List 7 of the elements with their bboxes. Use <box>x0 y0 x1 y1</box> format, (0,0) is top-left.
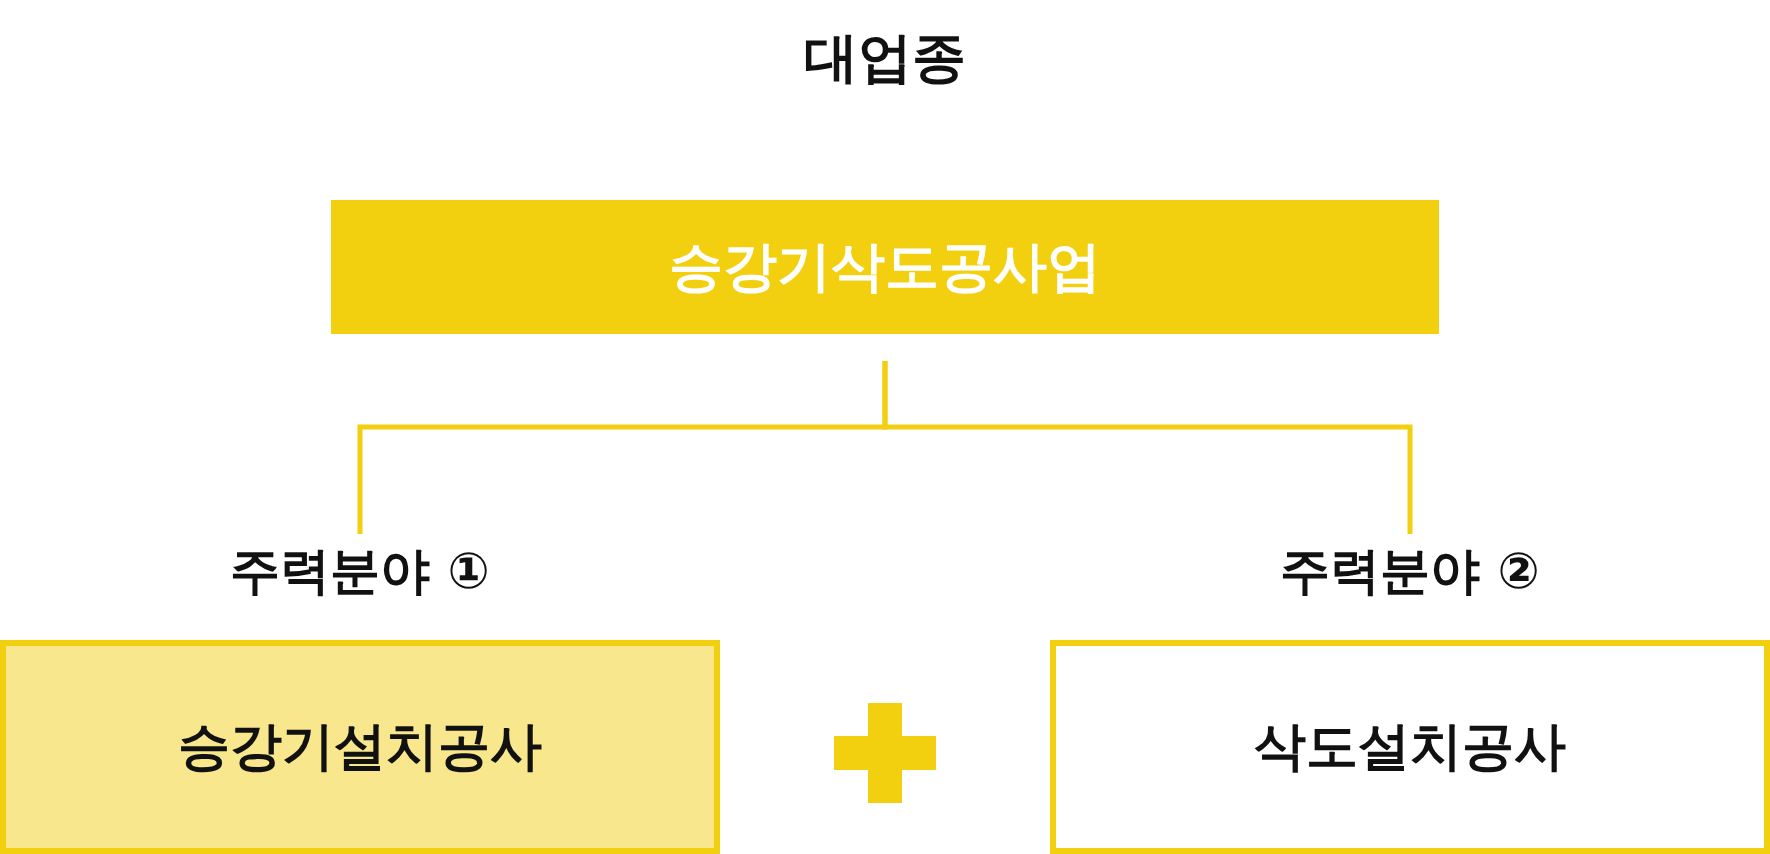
connector-line <box>882 361 1413 534</box>
section-heading: 주력분야 ② <box>1279 541 1541 602</box>
section-heading: 주력분야 ① <box>229 541 491 602</box>
title: 대업종 <box>803 25 967 91</box>
service-box: 삭도설치공사 <box>1050 640 1770 854</box>
service-box: 승강기설치공사 <box>0 640 720 854</box>
title-banner: 승강기삭도공사업 <box>331 200 1439 334</box>
